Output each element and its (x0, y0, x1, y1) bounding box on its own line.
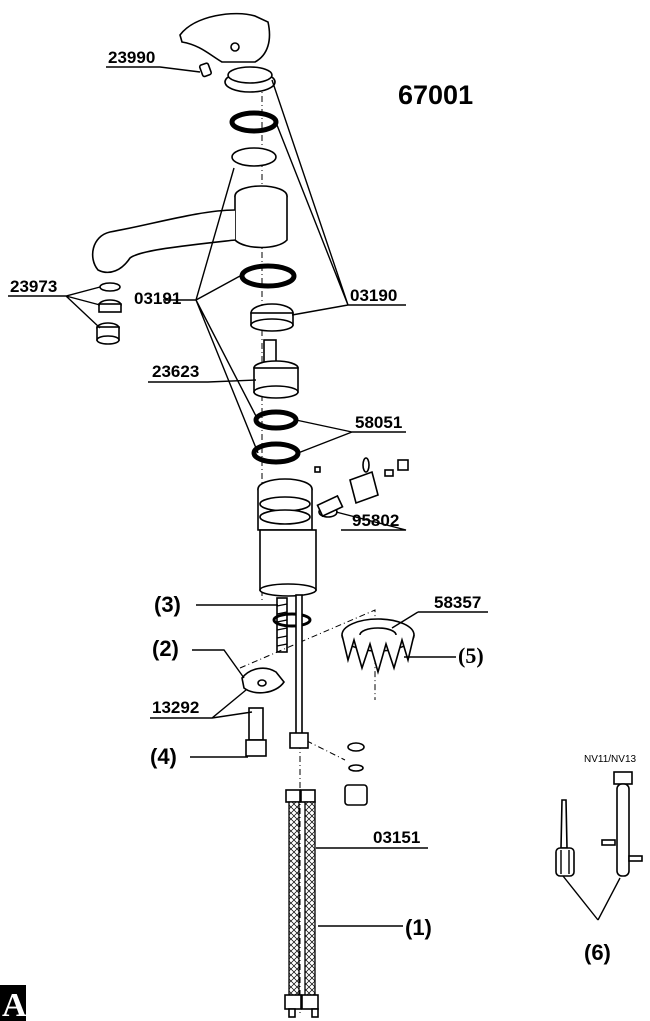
label-03151: 03151 (373, 828, 420, 847)
threaded-rod (272, 597, 312, 653)
label-5: (5) (458, 643, 484, 668)
label-3: (3) (154, 592, 181, 617)
corner-letter: A (2, 987, 27, 1021)
label-23623: 23623 (152, 362, 199, 381)
label-03191: 03191 (134, 289, 181, 308)
label-95802: 95802 (352, 511, 399, 530)
label-23973: 23973 (10, 277, 57, 296)
label-58357: 58357 (434, 593, 481, 612)
model-number: 67001 (398, 80, 473, 110)
cartridge-23623 (253, 339, 299, 399)
tools (555, 771, 643, 877)
screw-23990 (198, 62, 212, 78)
valve-body (257, 478, 317, 597)
horseshoe-washer (241, 667, 285, 694)
crown-washer-58357 (341, 618, 415, 675)
o-ring-mid (239, 263, 297, 289)
o-ring-58051-b (251, 441, 301, 465)
mount-guide-line (239, 609, 376, 700)
label-13292: 13292 (152, 698, 199, 717)
compression-fitting (344, 742, 368, 806)
spout-body (91, 185, 288, 274)
label-6: (6) (584, 940, 611, 965)
label-2: (2) (152, 636, 179, 661)
leader-lines (8, 66, 621, 927)
label-58051: 58051 (355, 413, 402, 432)
o-ring-58051-a (253, 409, 299, 431)
cartridge-nut (250, 303, 294, 332)
mounting-stud (245, 707, 267, 757)
label-23990: 23990 (108, 48, 155, 67)
label-03190: 03190 (350, 286, 397, 305)
diverter-parts (314, 457, 409, 505)
supply-pipe (289, 594, 309, 749)
label-1: (1) (405, 915, 432, 940)
flexible-hoses (284, 789, 319, 1018)
check-valve-95802 (316, 494, 344, 518)
cover-cap (224, 66, 276, 93)
lever-handle (179, 12, 271, 63)
o-ring-upper (229, 110, 279, 134)
corner-letter-box (0, 985, 26, 1021)
tool-size-label: NV11/NV13 (584, 754, 637, 765)
ring-upper (231, 147, 277, 167)
aerator-parts (96, 282, 122, 345)
label-4: (4) (150, 744, 177, 769)
